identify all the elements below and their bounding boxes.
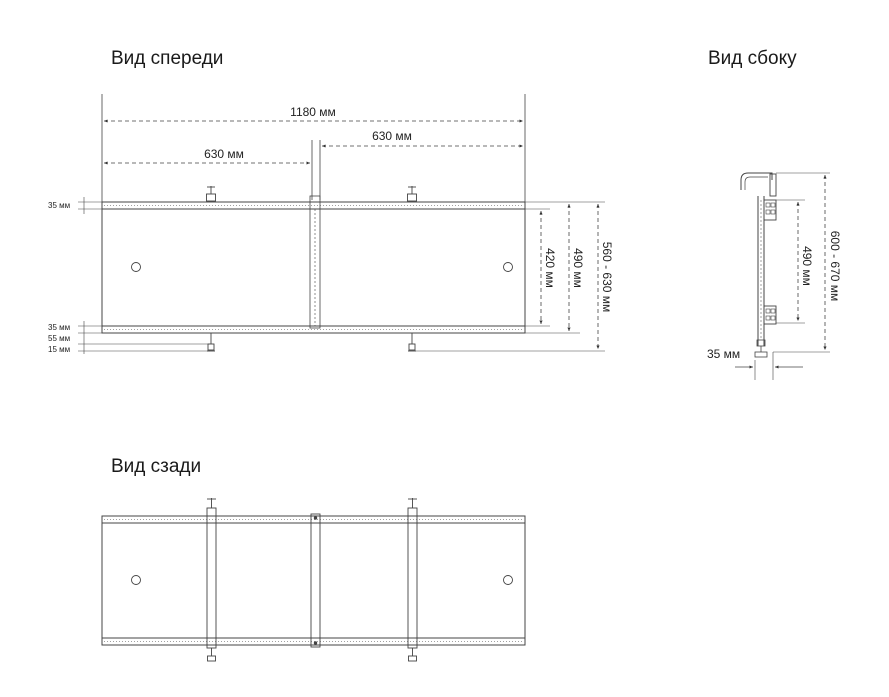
dim-left-half: 630 мм [204,147,244,161]
dim-foot-b: 15 мм [48,345,70,354]
dim-side-35: 35 мм [707,347,740,361]
front-view [78,94,605,354]
side-view-title: Вид сбоку [708,48,797,69]
dim-total-width: 1180 мм [290,105,336,119]
dim-foot-a: 55 мм [48,334,70,343]
back-view [101,498,526,662]
front-view-title: Вид спереди [111,48,224,69]
dim-top-rail: 35 мм [48,201,70,210]
dim-panel-490: 490 мм [571,248,585,288]
back-view-title: Вид сзади [111,456,202,477]
dim-right-half: 630 мм [372,129,412,143]
side-view [735,172,830,380]
dim-side-range: 600 - 670 мм [828,231,842,302]
dim-bottom-rail: 35 мм [48,323,70,332]
dim-height-range: 560 - 630 мм [600,242,614,313]
dim-side-490: 490 мм [800,246,814,286]
dim-panel-420: 420 мм [543,248,557,288]
